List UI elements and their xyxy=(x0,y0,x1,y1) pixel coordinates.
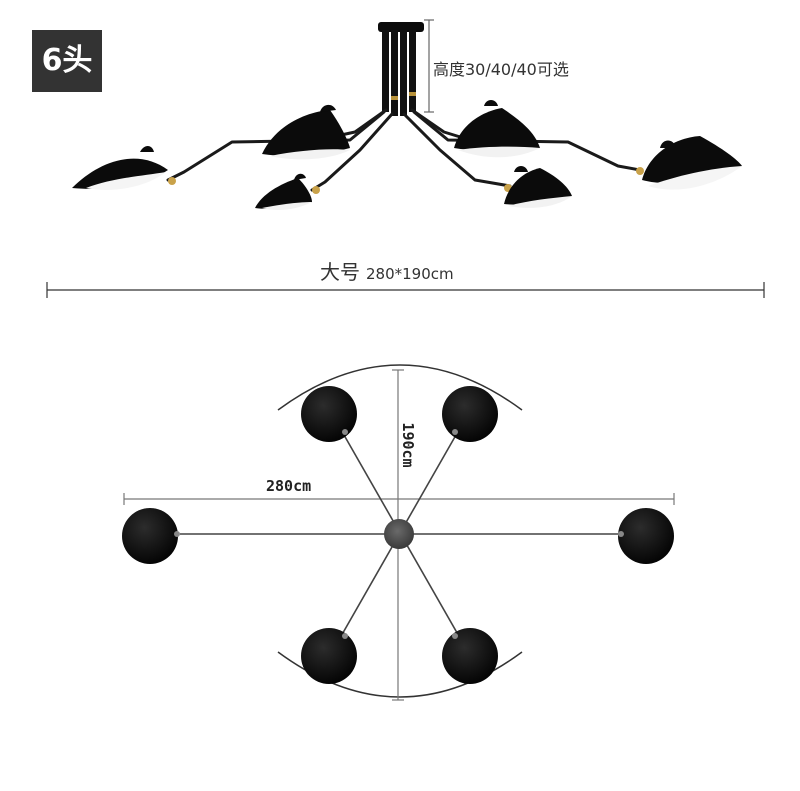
plan-width-label: 280cm xyxy=(266,477,312,495)
plan-shades xyxy=(122,386,674,684)
shade-far-left xyxy=(72,146,168,191)
arm-left-lower xyxy=(310,112,394,192)
plan-shade-left xyxy=(122,508,178,564)
shade-far-right xyxy=(642,136,742,190)
shade-right-upper xyxy=(454,100,540,158)
shade-right-lower xyxy=(504,166,572,208)
shade-joints xyxy=(168,167,644,194)
plan-shade-bottom-left xyxy=(301,628,357,684)
stem-joints xyxy=(391,92,416,100)
plan-width-dimension-line xyxy=(123,493,675,505)
plan-depth-label: 190cm xyxy=(399,422,417,468)
shade-left-upper xyxy=(262,104,350,160)
ceiling-canopy xyxy=(378,22,424,32)
arm-far-right xyxy=(412,110,642,172)
width-dimension-line xyxy=(46,282,765,298)
arm-right-lower xyxy=(402,112,512,188)
height-options-label: 高度30/40/40可选 xyxy=(433,60,569,79)
plan-shade-bottom-right xyxy=(442,628,498,684)
arm-far-left xyxy=(166,110,386,182)
head-count-badge: 6头 xyxy=(32,30,102,92)
plan-shade-top-right xyxy=(442,386,498,442)
plan-view xyxy=(122,364,675,701)
plan-shade-top-left xyxy=(301,386,357,442)
size-dimensions: 280*190cm xyxy=(366,265,454,283)
size-label: 大号 280*190cm xyxy=(320,256,454,285)
plan-connectors xyxy=(174,429,624,639)
side-view-lamp xyxy=(72,19,742,210)
arc-top xyxy=(277,364,523,411)
shade-left-lower xyxy=(255,173,312,210)
lamp-arms xyxy=(166,108,642,192)
center-hub xyxy=(384,519,414,549)
plan-shade-right xyxy=(618,508,674,564)
height-dimension xyxy=(424,19,434,113)
stem-tubes xyxy=(382,30,416,116)
size-name: 大号 xyxy=(320,260,360,284)
